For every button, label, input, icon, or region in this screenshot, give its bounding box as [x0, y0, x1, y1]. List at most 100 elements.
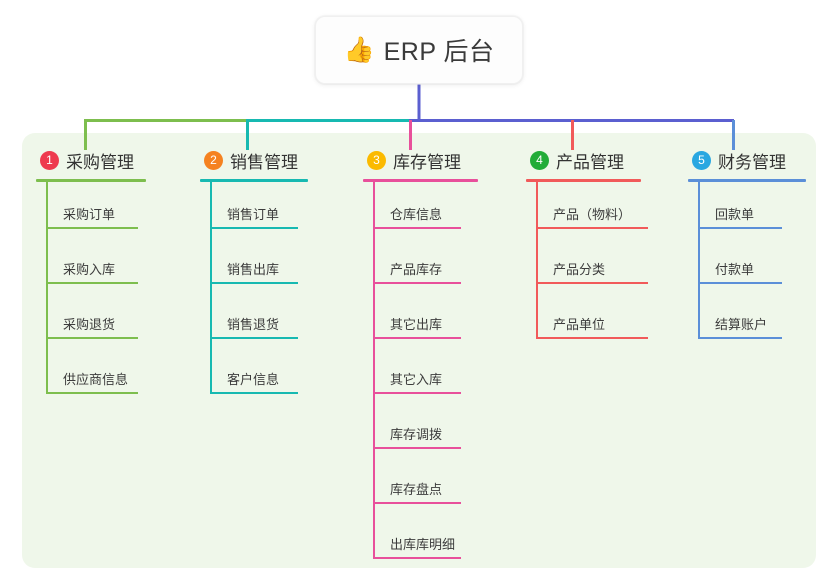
branch-item-rule: [373, 282, 461, 284]
list-item[interactable]: 销售退货: [200, 292, 308, 347]
branch-item-rule: [373, 337, 461, 339]
branch-item-label: 产品库存: [390, 262, 443, 277]
thumbs-up-icon: 👍: [343, 35, 375, 64]
root-node-content: 👍 ERP 后台: [343, 32, 494, 68]
branch-header-1[interactable]: 1 采购管理: [36, 147, 146, 173]
branch-item-rule: [698, 337, 782, 339]
branch-badge-3: 3: [367, 150, 386, 170]
branch-item-rule: [373, 557, 461, 559]
branch-item-rule: [46, 337, 138, 339]
branch-item-label: 回款单: [715, 207, 755, 222]
branch-title-4: 产品管理: [556, 152, 624, 172]
list-item[interactable]: 产品单位: [526, 292, 648, 347]
list-item[interactable]: 供应商信息: [36, 347, 146, 402]
branch-item-label: 仓库信息: [390, 207, 443, 222]
branch-badge-5: 5: [692, 150, 711, 170]
branch-item-rule: [210, 282, 298, 284]
list-item[interactable]: 产品分类: [526, 237, 648, 292]
branch-item-label: 销售出库: [227, 262, 280, 277]
branch-item-rule: [698, 227, 782, 229]
list-item[interactable]: 其它出库: [363, 292, 478, 347]
branch-item-label: 其它出库: [390, 317, 443, 332]
branch-item-rule: [210, 227, 298, 229]
branch-item-rule: [373, 392, 461, 394]
branch-item-label: 采购退货: [63, 317, 116, 332]
branch-column-1: 1 采购管理 采购订单 采购入库 采购退货 供应商信: [36, 147, 146, 402]
list-item[interactable]: 销售出库: [200, 237, 308, 292]
branch-badge-1: 1: [40, 150, 59, 170]
branch-badge-4: 4: [530, 150, 549, 170]
branch-rule-5: [688, 179, 806, 182]
branch-header-5[interactable]: 5 财务管理: [688, 147, 806, 173]
list-item[interactable]: 付款单: [688, 237, 806, 292]
root-node-card[interactable]: 👍 ERP 后台: [315, 16, 523, 84]
branch-item-label: 产品单位: [553, 317, 606, 332]
branch-item-label: 供应商信息: [63, 372, 129, 387]
branch-column-2: 2 销售管理 销售订单 销售出库 销售退货 客户信息: [200, 147, 308, 402]
root-node-title: ERP 后台: [383, 38, 495, 66]
list-item[interactable]: 结算账户: [688, 292, 806, 347]
branch-item-rule: [373, 502, 461, 504]
list-item[interactable]: 回款单: [688, 182, 806, 237]
list-item[interactable]: 其它入库: [363, 347, 478, 402]
branch-item-rule: [210, 392, 298, 394]
branch-spine-4: [536, 182, 538, 339]
branch-items-5: 回款单 付款单 结算账户: [688, 182, 806, 347]
branch-item-rule: [46, 227, 138, 229]
branch-rule-2: [200, 179, 308, 182]
list-item[interactable]: 出库库明细: [363, 512, 478, 567]
branch-column-5: 5 财务管理 回款单 付款单 结算账户: [688, 147, 806, 347]
branch-items-4: 产品（物料） 产品分类 产品单位: [526, 182, 648, 347]
branch-items-2: 销售订单 销售出库 销售退货 客户信息: [200, 182, 308, 402]
branches-panel: [22, 133, 816, 568]
branch-rule-1: [36, 179, 146, 182]
branch-header-2[interactable]: 2 销售管理: [200, 147, 308, 173]
branch-item-rule: [698, 282, 782, 284]
branch-item-label: 库存调拨: [390, 427, 443, 442]
branch-header-3[interactable]: 3 库存管理: [363, 147, 478, 173]
branch-spine-1: [46, 182, 48, 394]
branch-item-label: 销售订单: [227, 207, 280, 222]
list-item[interactable]: 库存盘点: [363, 457, 478, 512]
branch-item-rule: [536, 227, 648, 229]
branch-title-2: 销售管理: [230, 152, 298, 172]
list-item[interactable]: 销售订单: [200, 182, 308, 237]
list-item[interactable]: 产品（物料）: [526, 182, 648, 237]
branch-rule-4: [526, 179, 641, 182]
branch-spine-5: [698, 182, 700, 339]
branch-spine-2: [210, 182, 212, 394]
branch-item-rule: [373, 447, 461, 449]
branch-title-3: 库存管理: [393, 152, 461, 172]
list-item[interactable]: 客户信息: [200, 347, 308, 402]
branch-item-label: 库存盘点: [390, 482, 443, 497]
branch-item-label: 产品（物料）: [553, 207, 632, 222]
branch-item-label: 其它入库: [390, 372, 443, 387]
branch-title-1: 采购管理: [66, 152, 134, 172]
branch-items-3: 仓库信息 产品库存 其它出库 其它入库 库存调拨: [363, 182, 478, 567]
branch-rule-3: [363, 179, 478, 182]
branch-item-rule: [536, 282, 648, 284]
branch-spine-3: [373, 182, 375, 559]
branch-item-label: 出库库明细: [390, 537, 456, 552]
list-item[interactable]: 采购订单: [36, 182, 146, 237]
list-item[interactable]: 采购退货: [36, 292, 146, 347]
branch-item-label: 采购入库: [63, 262, 116, 277]
branch-item-rule: [536, 337, 648, 339]
list-item[interactable]: 产品库存: [363, 237, 478, 292]
branch-item-rule: [210, 337, 298, 339]
branch-items-1: 采购订单 采购入库 采购退货 供应商信息: [36, 182, 146, 402]
branch-item-label: 销售退货: [227, 317, 280, 332]
branch-column-4: 4 产品管理 产品（物料） 产品分类 产品单位: [526, 147, 648, 347]
branch-title-5: 财务管理: [718, 152, 786, 172]
branch-header-4[interactable]: 4 产品管理: [526, 147, 641, 173]
branch-column-3: 3 库存管理 仓库信息 产品库存 其它出库 其它入库: [363, 147, 478, 567]
list-item[interactable]: 采购入库: [36, 237, 146, 292]
branch-item-label: 产品分类: [553, 262, 606, 277]
branch-item-label: 采购订单: [63, 207, 116, 222]
list-item[interactable]: 仓库信息: [363, 182, 478, 237]
branch-item-rule: [46, 392, 138, 394]
list-item[interactable]: 库存调拨: [363, 402, 478, 457]
branch-item-rule: [46, 282, 138, 284]
